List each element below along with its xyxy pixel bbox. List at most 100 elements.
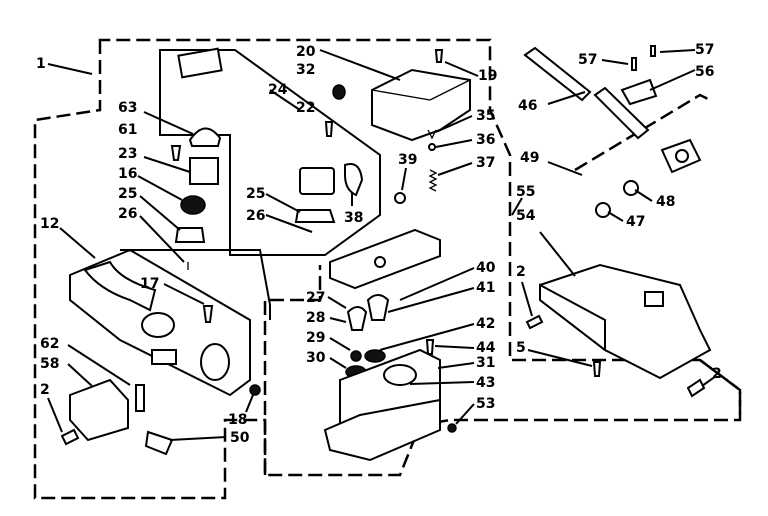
leader-55	[511, 197, 523, 216]
leader-43	[409, 381, 475, 385]
callout-2b: 2	[516, 264, 526, 280]
part-12-outlet	[200, 343, 230, 381]
callout-22: 22	[296, 100, 315, 116]
lower-left-parts	[60, 378, 174, 456]
leader-18	[245, 394, 254, 413]
leader-26a	[139, 215, 185, 263]
leader-63	[143, 111, 194, 135]
part-46-rod	[523, 46, 592, 102]
leader-2b	[521, 281, 533, 317]
leader-1	[47, 63, 93, 75]
leader-39	[401, 167, 407, 191]
callout-18: 18	[228, 412, 247, 428]
leader-46	[547, 91, 586, 105]
valve-group-outline	[120, 249, 271, 320]
control-base	[323, 228, 457, 462]
leader-41	[387, 287, 475, 313]
leader-29	[329, 337, 351, 351]
callout-56: 56	[695, 64, 714, 80]
part-25-plate-b	[294, 209, 336, 223]
leader-31	[437, 362, 475, 369]
callout-54: 54	[516, 208, 536, 224]
leader-20	[319, 49, 401, 81]
part-41-cone	[366, 294, 390, 321]
part-29-washer	[350, 350, 362, 362]
part-27-cone	[346, 306, 368, 331]
callout-25a: 25	[118, 186, 137, 202]
leader-lines	[47, 49, 717, 441]
callout-28: 28	[306, 310, 325, 326]
solenoid-assembly	[294, 163, 406, 223]
leader-26b	[265, 214, 313, 233]
callout-37: 37	[476, 155, 495, 171]
leader-58	[67, 363, 93, 387]
leader-35	[435, 115, 473, 133]
part-56-bracket	[620, 78, 658, 106]
valve-parts	[595, 138, 702, 218]
part-12-nozzle	[83, 260, 157, 312]
callouts: 1 20 32 24 22 19 57 57 56 46 63 61 23 16…	[36, 42, 722, 446]
callout-24: 24	[268, 82, 288, 98]
callout-61: 61	[118, 122, 137, 138]
callout-19: 19	[478, 68, 497, 84]
part-46-rod-b	[593, 86, 650, 140]
callout-55: 55	[516, 184, 535, 200]
part-58-slot	[135, 384, 145, 412]
leader-50	[169, 436, 227, 441]
leader-49	[547, 161, 583, 176]
callout-31: 31	[476, 355, 495, 371]
callout-2a: 2	[40, 382, 50, 398]
callout-20: 20	[296, 44, 316, 60]
right-bracket	[525, 263, 712, 398]
callout-48: 48	[656, 194, 675, 210]
leader-5	[527, 349, 593, 367]
callout-32: 32	[296, 62, 315, 78]
right-lower-boundary	[699, 359, 742, 420]
callout-47: 47	[626, 214, 645, 230]
callout-27: 27	[306, 290, 325, 306]
callout-36: 36	[476, 132, 495, 148]
leader-48	[634, 189, 653, 202]
part-48-fitting	[623, 180, 639, 196]
part-2-screw-lower	[60, 428, 80, 446]
callout-5: 5	[516, 340, 526, 356]
callout-12: 12	[40, 216, 59, 232]
part-57-screw-b	[650, 45, 656, 57]
leader-54	[539, 231, 576, 277]
part-top-bracket	[177, 47, 223, 79]
callout-38: 38	[344, 210, 363, 226]
part-20-housing	[371, 68, 471, 142]
callout-39: 39	[398, 152, 417, 168]
part-55-tab	[644, 291, 664, 307]
part-16-coil	[180, 195, 206, 215]
leader-62	[67, 344, 131, 386]
callout-58: 58	[40, 356, 59, 372]
solenoid-body	[299, 167, 335, 195]
part-54-flange	[539, 283, 606, 353]
callout-30: 30	[306, 350, 326, 366]
cartridge-housing	[69, 248, 261, 397]
callout-16: 16	[118, 166, 137, 182]
leader-42	[379, 323, 475, 351]
part-32-plug	[332, 84, 346, 100]
upper-left-parts	[170, 47, 223, 270]
part-44-screw	[425, 339, 435, 355]
leader-2a	[47, 397, 63, 433]
part-42-seal	[364, 349, 386, 363]
callout-2c: 2	[712, 366, 722, 382]
thermostat-boundary	[263, 265, 322, 475]
leader-28	[329, 317, 347, 323]
part-2-screw-right	[686, 378, 706, 398]
leader-36	[435, 139, 473, 148]
part-5-screw	[592, 361, 602, 377]
callout-41: 41	[476, 280, 495, 296]
callout-29: 29	[306, 330, 325, 346]
callout-63: 63	[118, 100, 137, 116]
leader-57a	[601, 59, 629, 65]
leader-23	[143, 156, 191, 173]
callout-1: 1	[36, 56, 46, 72]
leader-19	[444, 61, 479, 77]
part-43-diaphragm	[383, 364, 417, 386]
part-2-screw-left	[525, 314, 544, 330]
callout-50: 50	[230, 430, 250, 446]
